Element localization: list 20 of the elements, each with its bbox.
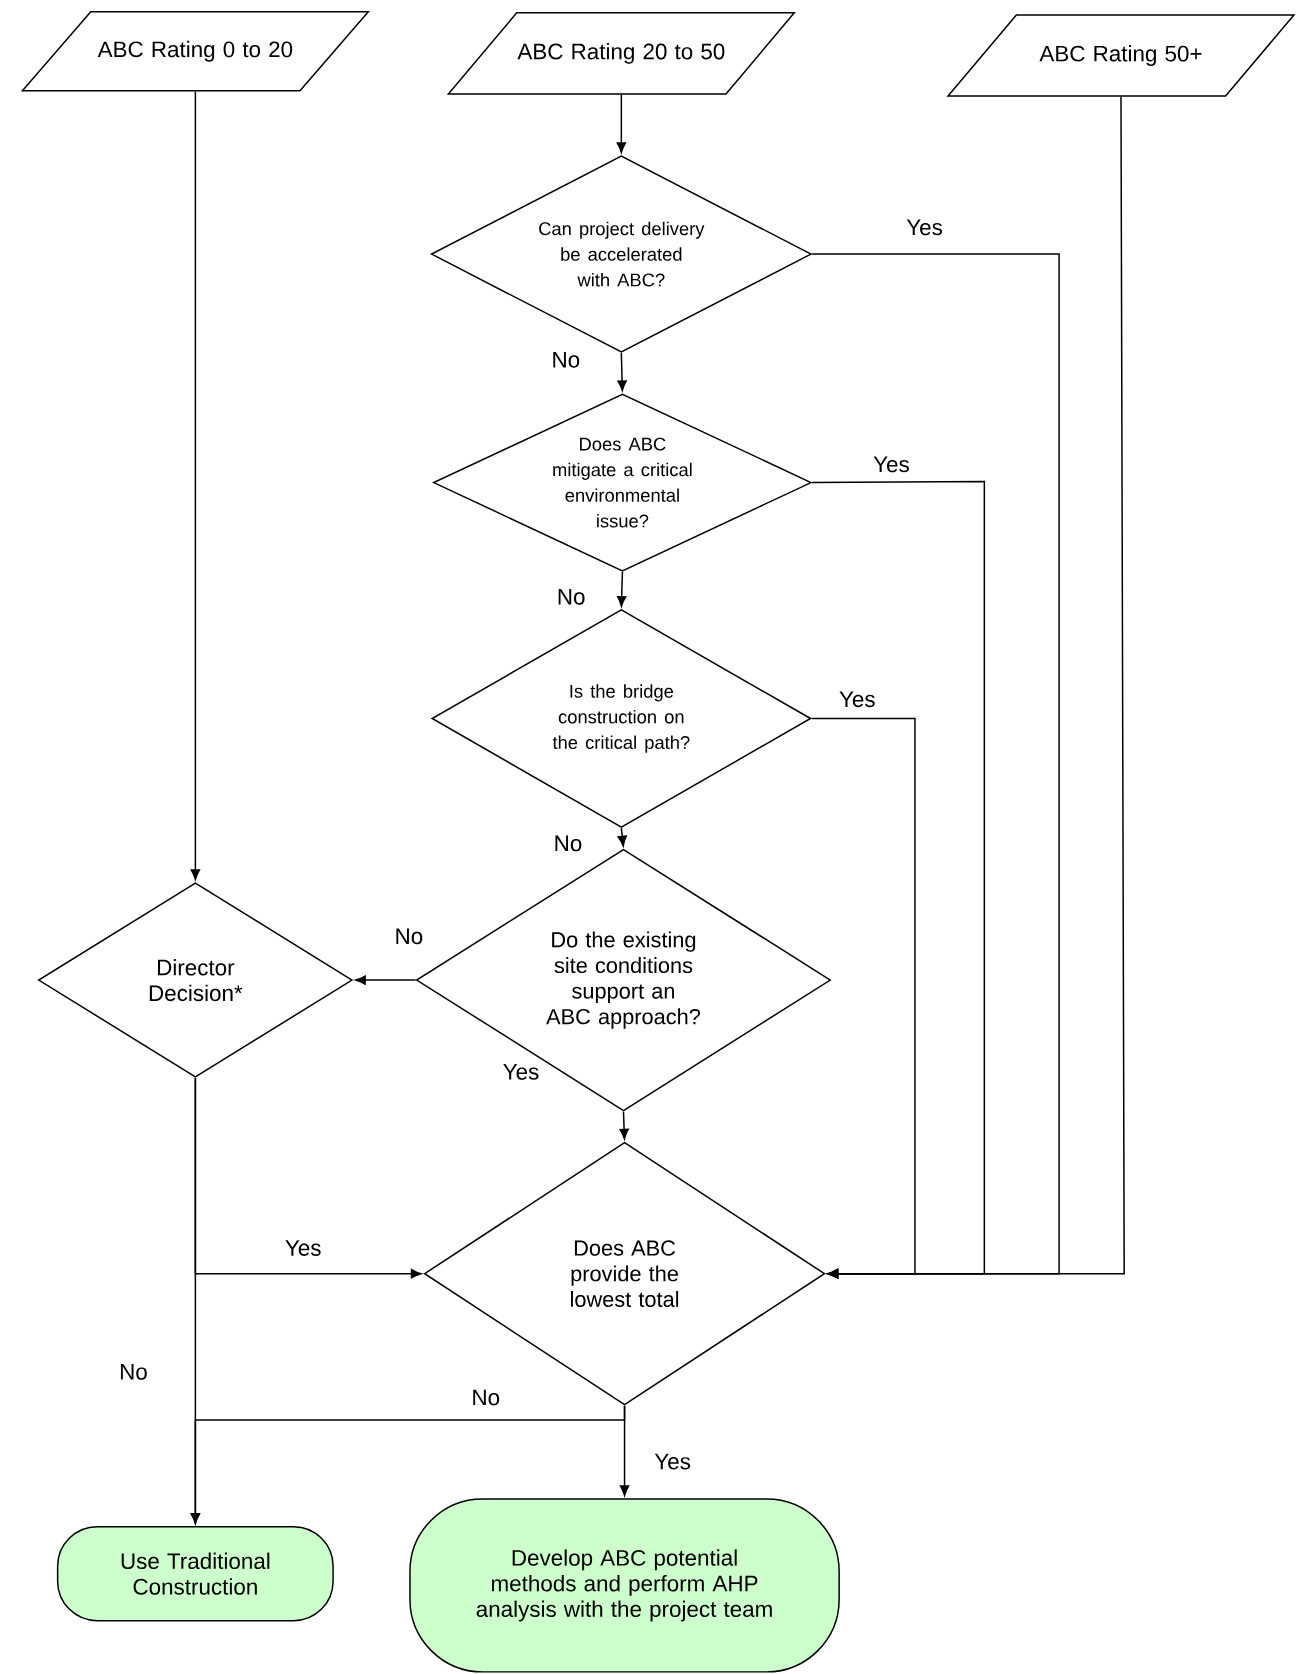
arrow xyxy=(617,352,627,392)
arrow xyxy=(616,93,626,154)
arrow xyxy=(617,827,627,847)
edge-label: Yes xyxy=(652,1451,693,1472)
terminal-box: Develop ABC potential methods and perform AHP analysis with the project team xyxy=(409,1498,840,1673)
edge-label: Yes xyxy=(836,689,878,710)
edge-label: Yes xyxy=(870,454,912,475)
edge-label: Yes xyxy=(904,217,945,238)
terminal-box: Use Traditional Construction xyxy=(56,1525,334,1622)
edge-label: No xyxy=(554,586,588,607)
arrow xyxy=(619,1110,629,1140)
arrow xyxy=(616,571,627,607)
arrow xyxy=(619,1405,630,1497)
edge-label: Yes xyxy=(282,1238,324,1258)
edge-label: Yes xyxy=(500,1061,542,1082)
arrow xyxy=(827,96,1125,1279)
arrow xyxy=(355,975,417,985)
arrow xyxy=(190,90,200,881)
edge-label: No xyxy=(116,1361,150,1382)
edge-label: No xyxy=(469,1387,503,1408)
